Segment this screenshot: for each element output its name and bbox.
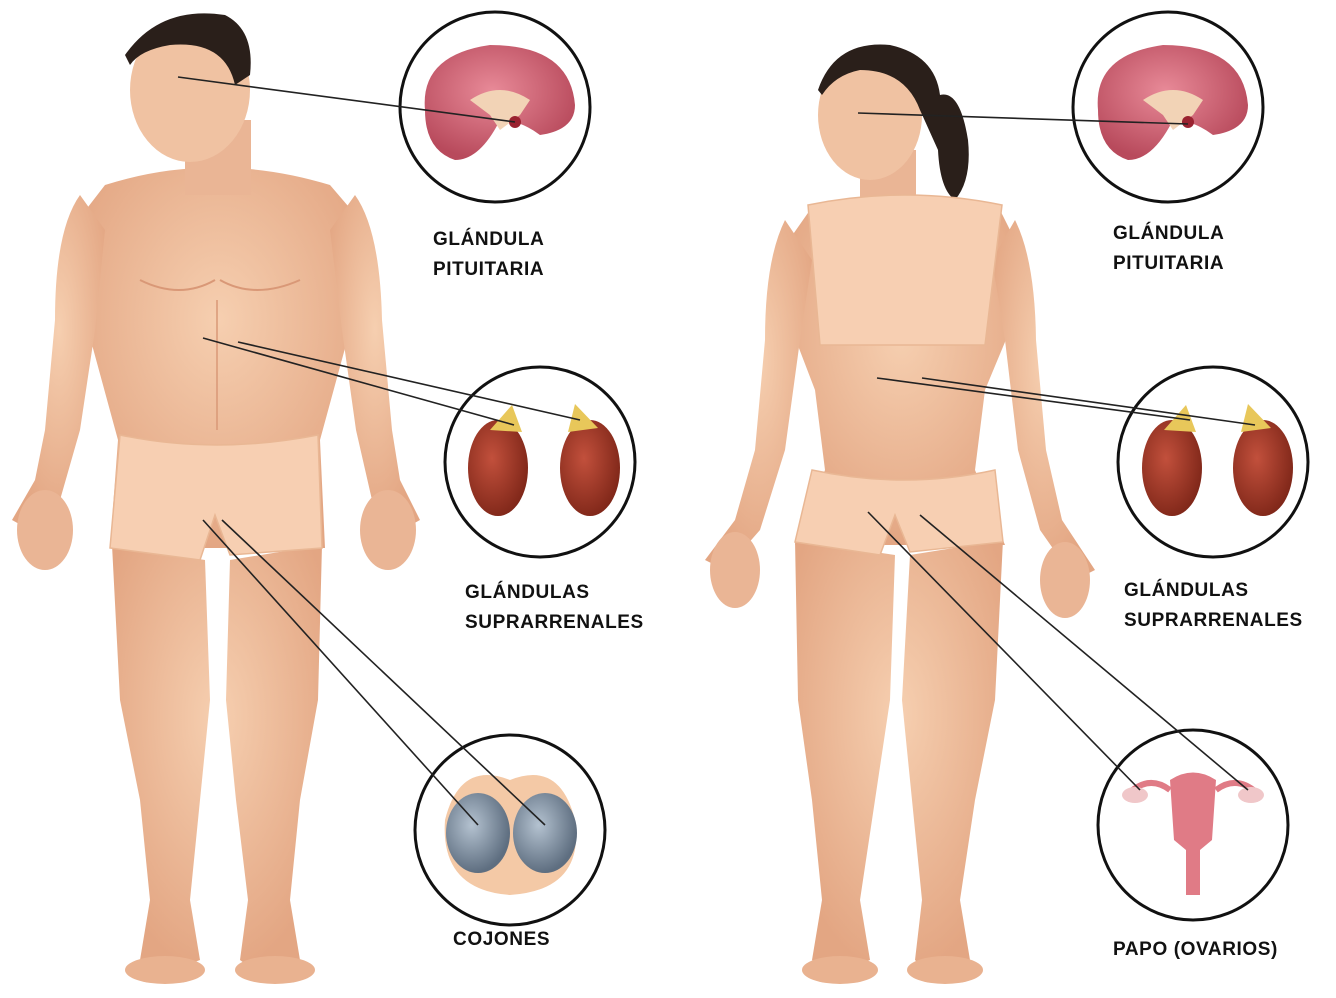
male-pituitary-inset bbox=[400, 12, 590, 202]
label-line: PITUITARIA bbox=[433, 255, 544, 285]
female-left-foot bbox=[802, 956, 878, 984]
label-line: GLÁNDULAS bbox=[465, 578, 644, 608]
male-adrenal-label: GLÁNDULAS SUPRARRENALES bbox=[465, 578, 644, 638]
male-left-arm bbox=[12, 195, 105, 530]
kidney-icon bbox=[1142, 420, 1202, 516]
female-pituitary-label: GLÁNDULA PITUITARIA bbox=[1113, 219, 1224, 279]
female-ovaries-inset bbox=[1098, 730, 1288, 920]
female-adrenal-inset bbox=[1118, 367, 1308, 557]
label-line: PITUITARIA bbox=[1113, 249, 1224, 279]
label-line: PAPO (OVARIOS) bbox=[1113, 935, 1278, 965]
ovary-icon bbox=[1238, 787, 1264, 803]
label-line: SUPRARRENALES bbox=[1124, 606, 1303, 636]
female-right-hand bbox=[1040, 542, 1090, 618]
label-line: COJONES bbox=[453, 925, 550, 955]
male-left-hand bbox=[17, 490, 73, 570]
male-legs bbox=[112, 545, 322, 975]
male-gonads-label: COJONES bbox=[453, 925, 550, 955]
female-gonads-label: PAPO (OVARIOS) bbox=[1113, 935, 1278, 965]
label-line: GLÁNDULAS bbox=[1124, 576, 1303, 606]
female-bra bbox=[808, 195, 1002, 345]
female-figure bbox=[705, 45, 1095, 984]
kidney-icon bbox=[560, 420, 620, 516]
ovary-icon bbox=[1122, 787, 1148, 803]
kidney-icon bbox=[1233, 420, 1293, 516]
male-right-arm bbox=[330, 195, 420, 530]
label-line: GLÁNDULA bbox=[1113, 219, 1224, 249]
female-left-arm bbox=[705, 220, 812, 570]
label-line: SUPRARRENALES bbox=[465, 608, 644, 638]
female-pituitary-inset bbox=[1073, 12, 1263, 202]
male-pituitary-label: GLÁNDULA PITUITARIA bbox=[433, 225, 544, 285]
label-line: GLÁNDULA bbox=[433, 225, 544, 255]
male-gonads-inset bbox=[415, 735, 605, 925]
kidney-icon bbox=[468, 420, 528, 516]
male-left-foot bbox=[125, 956, 205, 984]
female-adrenal-label: GLÁNDULAS SUPRARRENALES bbox=[1124, 576, 1303, 636]
male-right-hand bbox=[360, 490, 416, 570]
male-figure bbox=[12, 13, 420, 984]
female-legs bbox=[795, 540, 1003, 975]
female-right-foot bbox=[907, 956, 983, 984]
female-left-hand bbox=[710, 532, 760, 608]
testis-icon bbox=[446, 793, 510, 873]
leader-lines bbox=[178, 77, 1255, 825]
male-right-foot bbox=[235, 956, 315, 984]
pituitary-dot bbox=[1182, 116, 1194, 128]
testis-icon bbox=[513, 793, 577, 873]
